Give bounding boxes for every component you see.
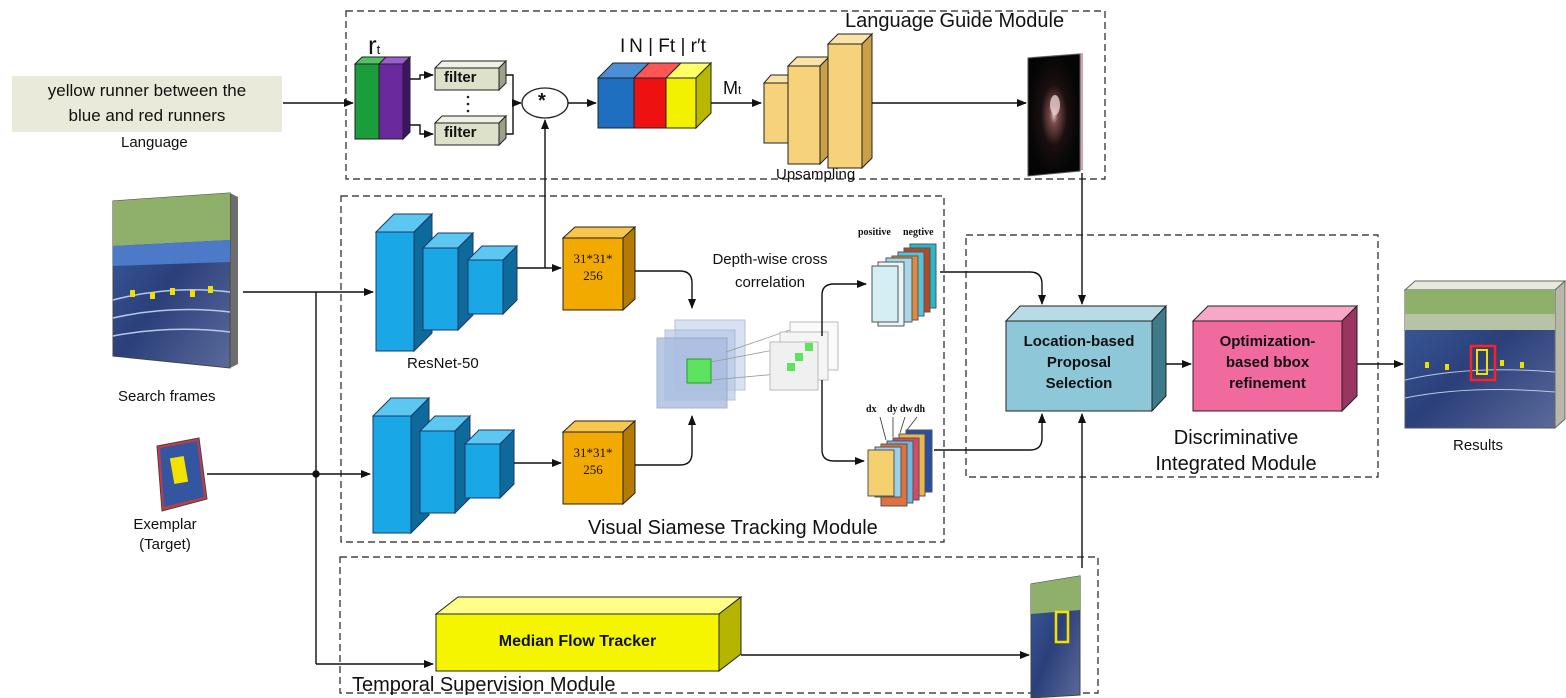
median-flow-tracker-block <box>434 595 743 673</box>
language-guide-module-box <box>345 10 1106 180</box>
positive-label: positive <box>858 227 891 238</box>
mt-label: Mt <box>723 78 741 99</box>
proposal-label-line2: Proposal <box>1046 354 1112 371</box>
filter-blocks <box>433 59 508 147</box>
resnet-label: ResNet-50 <box>407 355 479 372</box>
discriminative-module-title-line2: Integrated Module <box>1155 453 1317 475</box>
exemplar-image <box>156 437 208 512</box>
concat-label: I N | Ft | r′t <box>620 36 706 57</box>
filter-ellipsis <box>466 95 470 113</box>
regression-output-stack <box>867 429 933 507</box>
dh-label: dh <box>914 404 926 415</box>
refine-label-line2: based bbox <box>1225 354 1310 371</box>
dw-label: dw <box>900 404 913 415</box>
exemplar-label-line2: (Target) <box>139 536 191 553</box>
filter-label-bottom: filter <box>444 124 477 141</box>
temporal-supervision-module-box <box>339 556 1099 694</box>
language-query-line2: blue and red runners <box>68 106 226 125</box>
search-frame-image <box>112 192 238 369</box>
connectors <box>207 71 1404 668</box>
results-label: Results <box>1453 437 1504 454</box>
language-query-box: yellow runner between the blue and red r… <box>12 76 282 132</box>
mt-subscript: t <box>738 83 742 97</box>
proposal-label-line1: Location-based <box>1023 333 1135 350</box>
median-flow-tracker-label: Median Flow Tracker <box>498 633 657 650</box>
language-caption: Language <box>121 134 188 151</box>
language-query-line1: yellow runner between the <box>47 81 247 100</box>
temporal-supervision-module-title: Temporal Supervision Module <box>352 674 616 696</box>
proposal-label-line3: Selection <box>1045 375 1113 392</box>
convolution-symbol: * <box>538 90 546 112</box>
search-frames-label: Search frames <box>118 388 216 405</box>
discriminative-module-box <box>965 234 1379 478</box>
language-guide-module-title: Language Guide Module <box>845 10 1065 32</box>
dy-label: dy <box>887 404 898 415</box>
lower-feature-size: 31*31* 256 <box>573 445 613 477</box>
concat-feature-block <box>596 61 713 130</box>
language-heatmap-image <box>1027 53 1083 177</box>
discriminative-module-title-line1: Discriminative <box>1173 427 1299 449</box>
correlation-label-line2: correlation <box>734 274 806 291</box>
proposal-selection-block <box>1004 304 1168 413</box>
refine-label-line3: refinement <box>1229 375 1306 392</box>
negative-label: negtive <box>903 227 934 238</box>
dx-label: dx <box>866 404 877 415</box>
exemplar-label-line1: Exemplar <box>133 516 197 533</box>
resnet-lower-branch <box>371 396 516 535</box>
correlation-visual <box>656 319 839 409</box>
correlation-label-line1: Depth-wise cross <box>712 251 828 268</box>
results-image <box>1403 279 1566 430</box>
visual-siamese-module-title: Visual Siamese Tracking Module <box>588 517 878 539</box>
r-symbol: r <box>368 30 377 60</box>
upper-feature-size: 31*31* 256 <box>573 251 613 283</box>
upper-feature-cube <box>561 225 637 312</box>
mt-symbol: M <box>723 78 738 98</box>
regression-pointers <box>879 416 918 441</box>
lower-feature-cube <box>561 419 637 506</box>
filter-label-top: filter <box>444 69 477 86</box>
temporal-output-image <box>1030 575 1081 698</box>
language-embedding-blocks <box>353 55 412 141</box>
resnet-upper-branch <box>374 212 519 353</box>
refine-label-line1: Optimization- <box>1219 333 1316 350</box>
bbox-refinement-block <box>1191 304 1359 413</box>
r-subscript: t <box>376 42 381 57</box>
upsampling-blocks <box>762 32 874 170</box>
visual-siamese-module-box <box>340 195 945 543</box>
classification-output-stack <box>871 243 937 327</box>
upsampling-label: Upsampling <box>776 166 856 183</box>
r-t-label: rt <box>368 30 380 61</box>
